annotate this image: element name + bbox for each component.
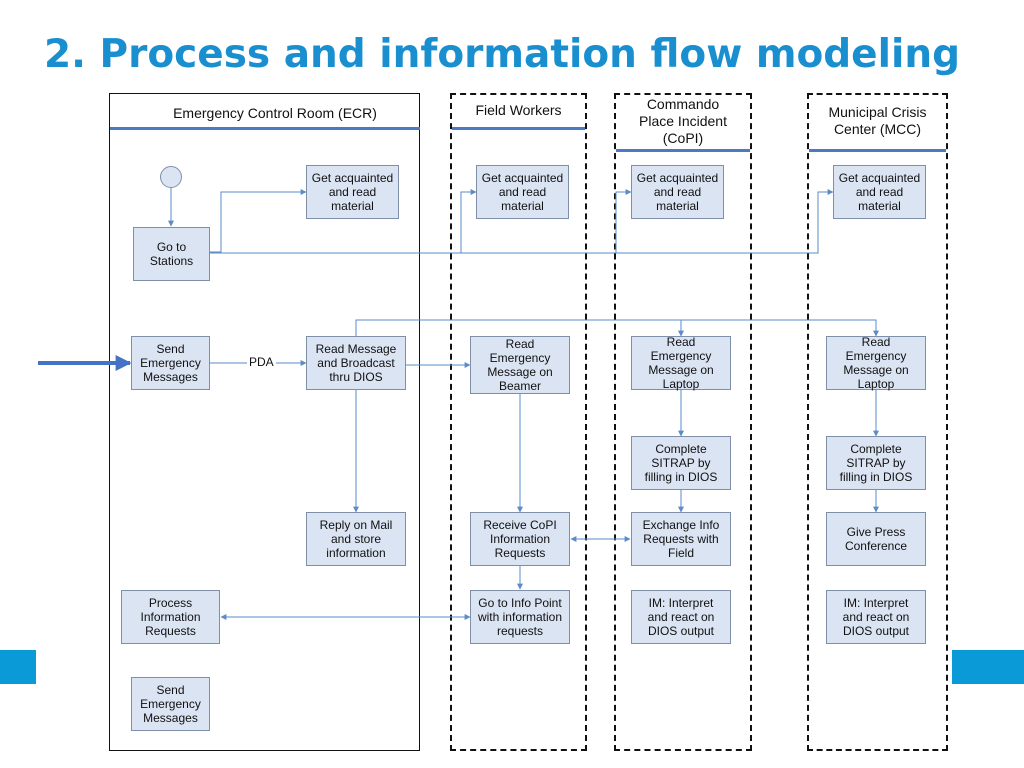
box-ecr-get-material: Get acquainted and read material — [306, 165, 399, 219]
lane-rule-copi — [616, 149, 750, 152]
box-mcc-get-material: Get acquainted and read material — [833, 165, 926, 219]
box-ecr-send-messages: Send Emergency Messages — [131, 336, 210, 390]
box-ecr-go-to-stations: Go to Stations — [133, 227, 210, 281]
box-field-read-beamer: Read Emergency Message on Beamer — [470, 336, 570, 394]
box-ecr-send-messages-2: Send Emergency Messages — [131, 677, 210, 731]
lane-title-field-workers: Field Workers — [475, 102, 562, 118]
box-mcc-im: IM: Interpret and react on DIOS output — [826, 590, 926, 644]
start-node — [160, 166, 182, 188]
lane-rule-mcc — [809, 149, 946, 152]
right-accent-bar — [952, 650, 1024, 684]
slide-title: 2. Process and information flow modeling — [44, 32, 961, 77]
lane-title-ecr: Emergency Control Room (ECR) — [173, 105, 377, 121]
box-ecr-read-broadcast: Read Message and Broadcast thru DIOS — [306, 336, 406, 390]
lane-title-copi: Commando Place Incident (CoPI) — [639, 96, 727, 146]
lane-ecr — [109, 93, 420, 751]
edge-stations-to-copi-material — [615, 189, 632, 253]
box-field-receive-copi: Receive CoPI Information Requests — [470, 512, 570, 566]
lane-mcc — [807, 93, 948, 751]
lane-title-mcc: Municipal Crisis Center (MCC) — [828, 104, 927, 137]
box-copi-read-laptop: Read Emergency Message on Laptop — [631, 335, 731, 391]
box-copi-get-material: Get acquainted and read material — [631, 165, 724, 219]
box-copi-exchange: Exchange Info Requests with Field — [631, 512, 731, 566]
box-field-get-material: Get acquainted and read material — [476, 165, 569, 219]
edge-stations-to-ecr-material — [210, 189, 307, 253]
box-ecr-process-info: Process Information Requests — [121, 590, 220, 644]
edge-stations-to-field-material — [460, 189, 477, 253]
lane-field-workers — [450, 93, 587, 751]
box-field-info-point: Go to Info Point with information reques… — [470, 590, 570, 644]
box-copi-sitrap: Complete SITRAP by filling in DIOS — [631, 436, 731, 490]
box-mcc-press: Give Press Conference — [826, 512, 926, 566]
edge-broadcast-to-copi-laptop — [355, 319, 684, 337]
edge-stations-to-mcc-material — [210, 189, 834, 254]
box-mcc-read-laptop: Read Emergency Message on Laptop — [826, 335, 926, 391]
edge-label-pda: PDA — [247, 355, 276, 369]
box-copi-im: IM: Interpret and react on DIOS output — [631, 590, 731, 644]
box-ecr-reply-mail: Reply on Mail and store information — [306, 512, 406, 566]
lane-rule-ecr — [110, 127, 420, 130]
box-mcc-sitrap: Complete SITRAP by filling in DIOS — [826, 436, 926, 490]
lane-copi — [614, 93, 752, 751]
lane-rule-field-workers — [452, 127, 585, 130]
edge-broadcast-to-mcc-laptop — [681, 319, 879, 337]
left-accent-bar — [0, 650, 36, 684]
